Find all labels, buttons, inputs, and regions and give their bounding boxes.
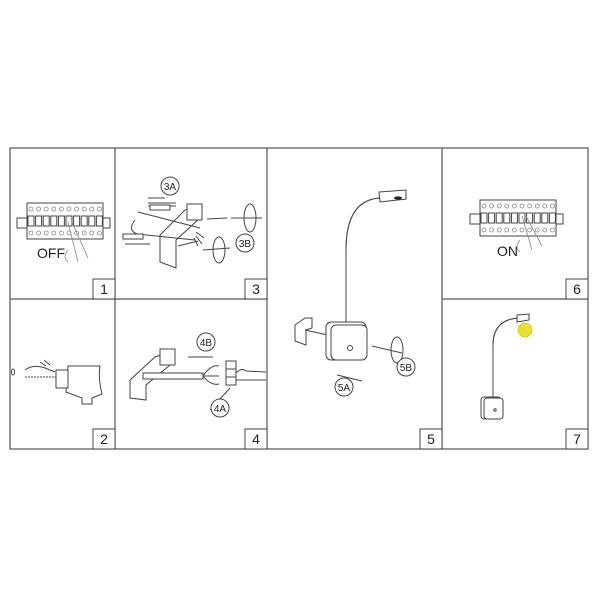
terminal-screw bbox=[51, 206, 57, 212]
terminal-screw bbox=[43, 230, 49, 236]
panel-6-breaker-on: ON 6 bbox=[469, 199, 589, 300]
panel-7-lamp-on: 7 bbox=[480, 313, 589, 450]
label-4b: 4B bbox=[200, 338, 213, 349]
panel-5-attach-lamp: 5A 5B 5 bbox=[294, 189, 443, 450]
terminal-screw bbox=[489, 227, 495, 233]
on-label: ON bbox=[497, 243, 518, 259]
terminal-screw bbox=[519, 227, 525, 233]
terminal-screw bbox=[28, 230, 34, 236]
terminal-screw bbox=[97, 206, 102, 212]
breaker-module bbox=[73, 215, 81, 227]
terminal-screw bbox=[519, 203, 525, 209]
breaker-module bbox=[88, 215, 96, 227]
terminal-screw bbox=[542, 203, 548, 209]
breaker-module bbox=[35, 215, 43, 227]
breaker-module bbox=[518, 212, 526, 224]
terminal-screw bbox=[43, 206, 49, 212]
terminal-screw bbox=[489, 203, 495, 209]
terminal-screw bbox=[36, 230, 41, 236]
terminal-screw bbox=[97, 230, 102, 236]
label-3a: 3A bbox=[164, 182, 177, 193]
label-4a: 4A bbox=[214, 404, 227, 415]
terminal-screw bbox=[59, 206, 64, 212]
terminal-screw bbox=[481, 227, 487, 233]
panel-4-wiring: 4B 4A 4 bbox=[129, 332, 268, 450]
terminal-screw bbox=[550, 227, 555, 233]
breaker-module bbox=[42, 215, 50, 227]
step-number-4: 4 bbox=[252, 431, 260, 447]
label-3b: 3B bbox=[239, 239, 252, 250]
off-label: OFF bbox=[37, 245, 65, 261]
breaker-module bbox=[57, 215, 65, 227]
breaker-module bbox=[495, 212, 503, 224]
breaker-module bbox=[80, 215, 88, 227]
terminal-screw bbox=[81, 230, 87, 236]
breaker-module bbox=[50, 215, 58, 227]
breaker-module bbox=[480, 212, 488, 224]
breaker-module bbox=[503, 212, 511, 224]
step-number-5: 5 bbox=[427, 431, 435, 447]
terminal-screw bbox=[534, 203, 540, 209]
terminal-screw bbox=[542, 227, 548, 233]
step-number-2: 2 bbox=[100, 431, 108, 447]
breaker-module bbox=[541, 212, 549, 224]
terminal-screw bbox=[89, 206, 95, 212]
terminal-screw bbox=[59, 230, 64, 236]
terminal-screw bbox=[512, 227, 517, 233]
breaker-module bbox=[488, 212, 496, 224]
terminal-screw bbox=[496, 203, 502, 209]
terminal-screw bbox=[66, 206, 72, 212]
terminal-screw bbox=[81, 206, 87, 212]
label-5b: 5B bbox=[400, 363, 413, 374]
terminal-screw bbox=[51, 230, 57, 236]
terminal-screw bbox=[74, 230, 79, 236]
terminal-screw bbox=[512, 203, 517, 209]
terminal-screw bbox=[527, 227, 532, 233]
breaker-module bbox=[95, 215, 103, 227]
step-number-1: 1 bbox=[100, 281, 108, 297]
lit-bulb-icon bbox=[517, 322, 533, 338]
panel-1-breaker-off: OFF 1 bbox=[16, 202, 116, 300]
step-number-6: 6 bbox=[573, 281, 581, 297]
terminal-screw bbox=[89, 230, 95, 236]
terminal-screw bbox=[534, 227, 540, 233]
breaker-module bbox=[27, 215, 35, 227]
breaker-module bbox=[548, 212, 556, 224]
panel-3-mount-bracket: 3A 3B 3 bbox=[122, 176, 268, 300]
breaker-module bbox=[510, 212, 518, 224]
step-number-7: 7 bbox=[573, 431, 581, 447]
terminal-screw bbox=[496, 227, 502, 233]
terminal-screw bbox=[504, 227, 510, 233]
breaker-module bbox=[533, 212, 541, 224]
step-number-3: 3 bbox=[252, 281, 260, 297]
terminal-screw bbox=[481, 203, 487, 209]
terminal-screw bbox=[28, 206, 34, 212]
terminal-screw bbox=[504, 203, 510, 209]
panel-2-drill: 2 bbox=[11, 359, 116, 450]
terminal-screw bbox=[74, 206, 79, 212]
terminal-screw bbox=[36, 206, 41, 212]
terminal-screw bbox=[527, 203, 532, 209]
terminal-screw bbox=[550, 203, 555, 209]
label-5a: 5A bbox=[338, 383, 351, 394]
